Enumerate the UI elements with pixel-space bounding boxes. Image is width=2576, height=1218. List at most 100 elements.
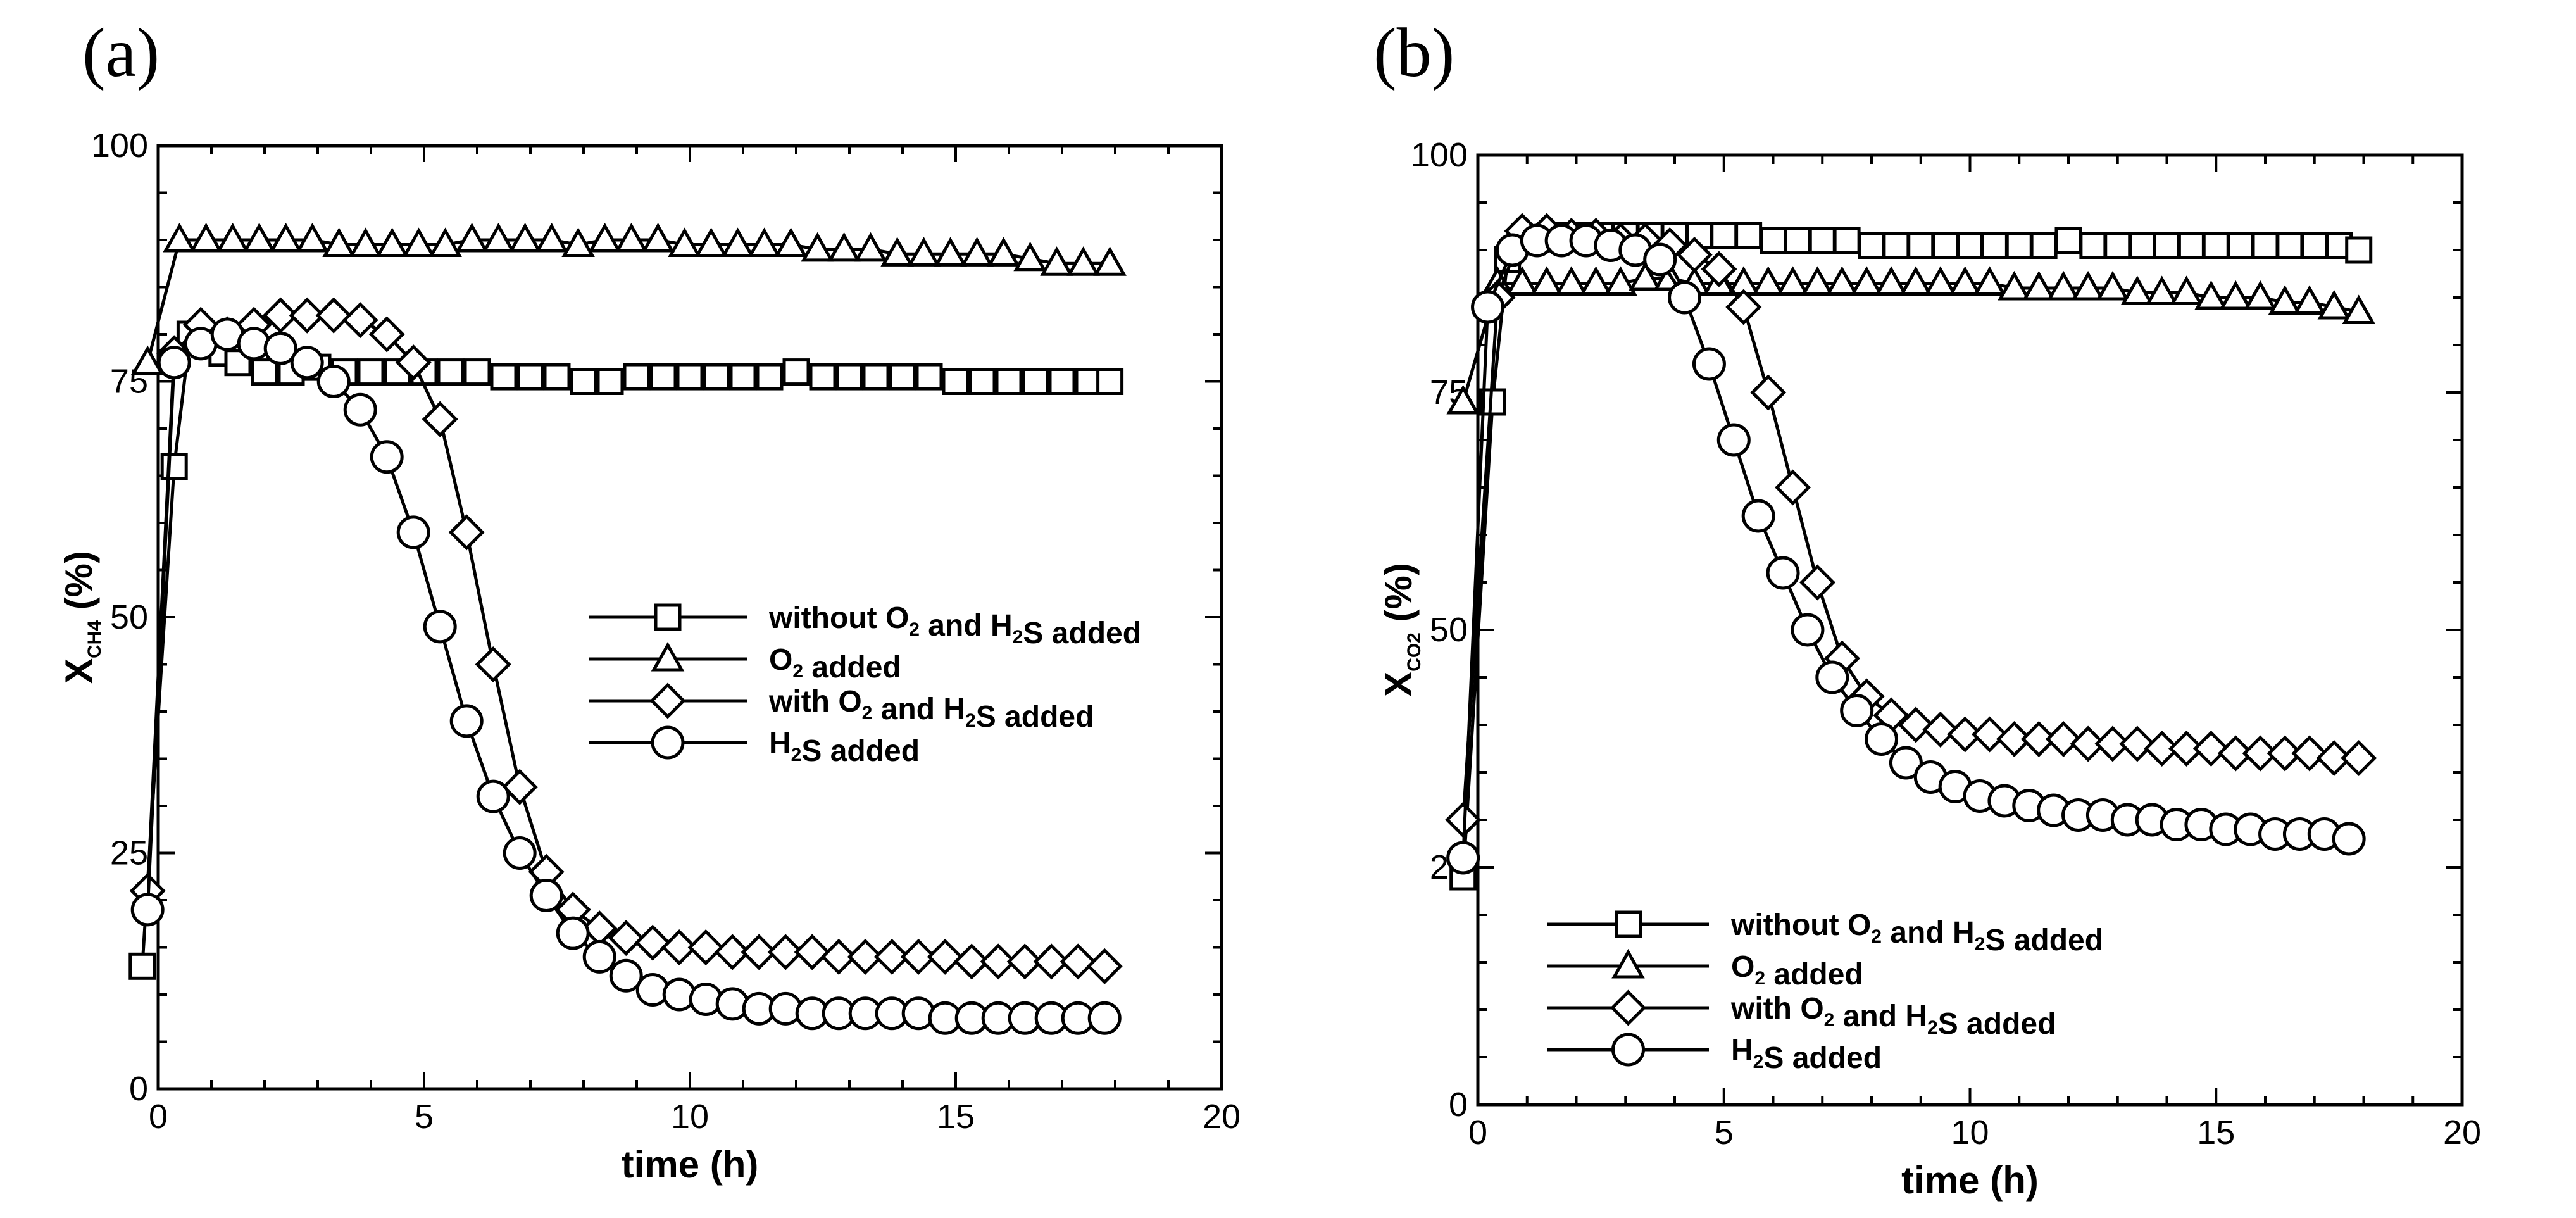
- square-marker: [835, 363, 863, 391]
- circle-marker: [1741, 499, 1775, 533]
- triangle-marker: [163, 222, 196, 253]
- diamond-marker: [714, 934, 751, 970]
- circle-marker: [582, 939, 616, 974]
- triangle-marker: [2317, 289, 2351, 320]
- x-tick-label: 15: [937, 1098, 975, 1136]
- diamond-marker: [2168, 730, 2205, 767]
- square-marker: [2104, 232, 2132, 259]
- series-line: [141, 331, 1110, 967]
- square-marker: [543, 363, 571, 391]
- triangle-marker: [651, 641, 685, 672]
- square-marker: [1022, 368, 1049, 395]
- diamond-marker: [661, 929, 697, 966]
- y-tick-label: 100: [91, 127, 148, 165]
- y-axis-title: XCO2 (%): [1377, 563, 1425, 697]
- legend-item: H2S added: [1547, 1033, 1882, 1075]
- circle-marker: [316, 365, 351, 398]
- square-marker: [160, 453, 188, 480]
- triangle-marker: [349, 227, 382, 257]
- triangle-marker: [2219, 280, 2253, 310]
- diamond-marker: [1922, 711, 1959, 748]
- diamond-marker: [2267, 735, 2303, 772]
- x-tick-label: 0: [149, 1098, 168, 1136]
- circle-marker: [503, 836, 537, 870]
- y-tick-label: 0: [129, 1070, 148, 1108]
- triangle-marker: [1579, 266, 1613, 296]
- circle-marker: [651, 725, 685, 760]
- diamond-marker: [501, 769, 538, 805]
- y-axis-title: XCH4 (%): [58, 551, 105, 684]
- diamond-marker: [2070, 725, 2106, 762]
- triangle-marker: [1899, 266, 1933, 296]
- series-line: [1461, 277, 2360, 403]
- square-marker: [1932, 232, 1960, 259]
- diamond-marker: [927, 938, 963, 975]
- square-marker: [2301, 232, 2329, 259]
- diamond-marker: [767, 934, 804, 970]
- y-tick-label: 0: [1449, 1086, 1468, 1124]
- diamond-marker: [1996, 720, 2033, 758]
- legend-item: O2 added: [1547, 948, 1863, 991]
- square-marker: [1048, 368, 1076, 395]
- y-tick-label: 100: [1411, 136, 1468, 174]
- square-marker: [703, 363, 730, 391]
- square-marker: [942, 368, 970, 395]
- legend-item: without O2 and H2S added: [1547, 908, 2103, 957]
- legend-label: O2 added: [1731, 950, 1863, 991]
- legend-label: O2 added: [769, 643, 901, 684]
- triangle-marker: [1973, 266, 2006, 296]
- diamond-marker: [1610, 989, 1647, 1026]
- triangle-marker: [322, 227, 356, 257]
- triangle-marker: [1629, 261, 1662, 291]
- square-marker: [2276, 232, 2304, 259]
- diamond-marker: [794, 934, 830, 970]
- panel-label: (b): [1373, 14, 1454, 91]
- diamond-marker: [873, 938, 910, 975]
- triangle-marker: [1849, 266, 1884, 296]
- panel-label: (a): [82, 14, 159, 91]
- triangle-marker: [428, 227, 462, 257]
- square-marker: [128, 952, 156, 980]
- x-tick-label: 5: [1715, 1114, 1734, 1152]
- x-tick-label: 10: [671, 1098, 709, 1136]
- square-marker: [889, 363, 916, 391]
- square-marker: [2251, 232, 2279, 259]
- circle-marker: [609, 958, 643, 993]
- square-marker: [995, 368, 1023, 395]
- circle-marker: [1643, 242, 1677, 277]
- triangle-marker: [641, 222, 675, 253]
- square-marker: [2005, 232, 2033, 259]
- triangle-marker: [668, 227, 701, 257]
- triangle-marker: [561, 227, 595, 257]
- diamond-marker: [262, 297, 299, 334]
- square-marker: [596, 368, 624, 395]
- triangle-marker: [1530, 266, 1564, 296]
- triangle-marker: [827, 232, 861, 262]
- triangle-marker: [2243, 280, 2277, 310]
- circle-marker: [1611, 1033, 1645, 1067]
- triangle-marker: [535, 222, 568, 253]
- triangle-marker: [2071, 270, 2105, 301]
- triangle-marker: [375, 227, 409, 257]
- triangle-marker: [2194, 280, 2228, 310]
- circle-marker: [1446, 841, 1480, 875]
- diamond-marker: [2094, 725, 2131, 762]
- circle-marker: [1471, 290, 1505, 324]
- diamond-marker: [1750, 374, 1787, 411]
- legend-item: O2 added: [589, 641, 901, 684]
- square-marker: [756, 363, 784, 391]
- diamond-marker: [900, 938, 937, 975]
- triangle-marker: [1554, 266, 1589, 296]
- triangle-marker: [1505, 266, 1539, 296]
- diamond-marker: [2217, 735, 2254, 772]
- diamond-marker: [1086, 948, 1123, 984]
- square-marker: [516, 363, 544, 391]
- triangle-marker: [854, 232, 887, 262]
- triangle-marker: [1998, 270, 2031, 301]
- triangle-marker: [2292, 285, 2327, 315]
- square-marker: [1096, 368, 1124, 395]
- diamond-marker: [422, 401, 458, 437]
- triangle-marker: [2120, 275, 2154, 305]
- series-line: [146, 332, 1105, 1020]
